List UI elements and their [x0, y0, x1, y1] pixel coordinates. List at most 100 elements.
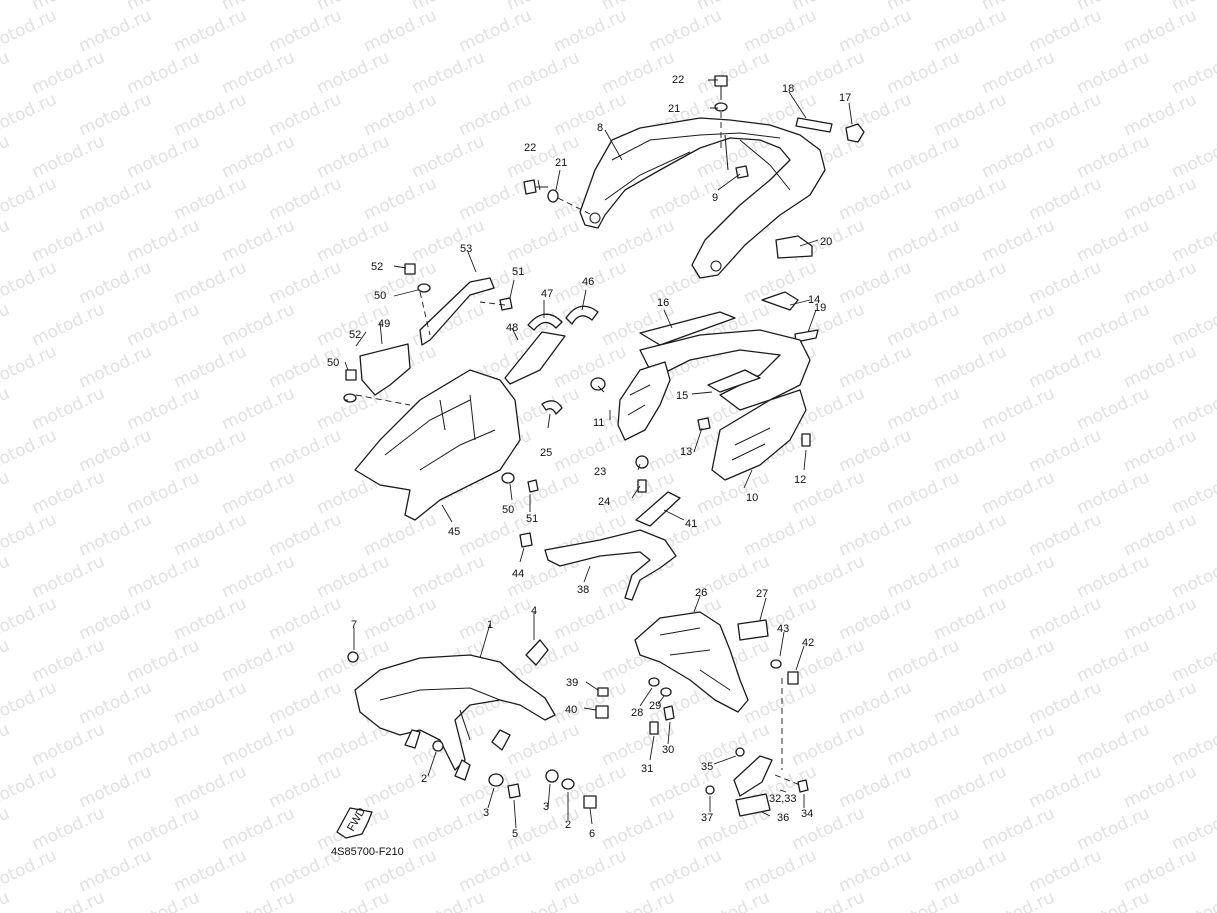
callout-14: 14: [808, 294, 820, 306]
watermark-text: motod.ru: [0, 803, 13, 854]
watermark-text: motod.ru: [1121, 425, 1200, 476]
watermark-text: motod.ru: [884, 887, 963, 913]
watermark-text: motod.ru: [0, 215, 13, 266]
watermark-text: motod.ru: [0, 47, 13, 98]
watermark-text: motod.ru: [931, 761, 1010, 812]
callout-53: 53: [460, 243, 472, 255]
watermark-text: motod.ru: [836, 761, 915, 812]
watermark-text: motod.ru: [171, 5, 250, 56]
watermark-text: motod.ru: [1074, 803, 1153, 854]
callout-6: 6: [589, 828, 595, 840]
watermark-text: motod.ru: [0, 551, 13, 602]
watermark-text: motod.ru: [456, 593, 535, 644]
watermark-text: motod.ru: [979, 383, 1058, 434]
watermark-text: motod.ru: [171, 761, 250, 812]
watermark-text: motod.ru: [1169, 719, 1217, 770]
watermark-text: motod.ru: [314, 131, 393, 182]
watermark-text: motod.ru: [0, 341, 60, 392]
watermark-text: motod.ru: [1074, 719, 1153, 770]
watermark-text: motod.ru: [266, 257, 345, 308]
watermark-text: motod.ru: [76, 845, 155, 896]
watermark-text: motod.ru: [29, 215, 108, 266]
watermark-text: motod.ru: [1121, 509, 1200, 560]
watermark-text: motod.ru: [29, 719, 108, 770]
watermark-text: motod.ru: [931, 257, 1010, 308]
watermark-text: motod.ru: [931, 509, 1010, 560]
callout-51: 51: [526, 513, 538, 525]
watermark-text: motod.ru: [124, 551, 203, 602]
watermark-text: motod.ru: [124, 215, 203, 266]
watermark-text: motod.ru: [1169, 215, 1217, 266]
callout-23: 23: [594, 466, 606, 478]
watermark-text: motod.ru: [266, 761, 345, 812]
callout-30: 30: [662, 744, 674, 756]
watermark-text: motod.ru: [0, 467, 13, 518]
callout-22: 22: [672, 74, 684, 86]
watermark-text: motod.ru: [884, 803, 963, 854]
watermark-text: motod.ru: [124, 803, 203, 854]
watermark-text: motod.ru: [219, 803, 298, 854]
watermark-text: motod.ru: [884, 383, 963, 434]
watermark-text: motod.ru: [171, 257, 250, 308]
watermark-text: motod.ru: [599, 215, 678, 266]
watermark-text: motod.ru: [836, 677, 915, 728]
watermark-text: motod.ru: [409, 215, 488, 266]
diagram-code: 4S85700-F210: [331, 846, 404, 858]
watermark-text: motod.ru: [836, 341, 915, 392]
callout-32-33: 32,33: [769, 793, 797, 805]
callout-11: 11: [593, 417, 604, 429]
watermark-text: motod.ru: [361, 89, 440, 140]
watermark-text: motod.ru: [836, 845, 915, 896]
watermark-text: motod.ru: [219, 551, 298, 602]
callout-37: 37: [701, 812, 713, 824]
watermark-text: motod.ru: [1121, 5, 1200, 56]
watermark-text: motod.ru: [361, 509, 440, 560]
watermark-text: motod.ru: [1074, 215, 1153, 266]
watermark-text: motod.ru: [409, 131, 488, 182]
watermark-text: motod.ru: [0, 0, 13, 15]
callout-16: 16: [657, 297, 669, 309]
watermark-text: motod.ru: [979, 551, 1058, 602]
watermark-text: motod.ru: [1026, 341, 1105, 392]
watermark-text: motod.ru: [171, 509, 250, 560]
watermark-text: motod.ru: [931, 845, 1010, 896]
watermark-text: motod.ru: [314, 551, 393, 602]
watermark-text: motod.ru: [789, 551, 868, 602]
callout-50: 50: [327, 357, 339, 369]
watermark-text: motod.ru: [29, 551, 108, 602]
callout-18: 18: [782, 83, 794, 95]
watermark-text: motod.ru: [979, 467, 1058, 518]
watermark-text: motod.ru: [76, 341, 155, 392]
callout-12: 12: [794, 474, 806, 486]
callout-44: 44: [512, 568, 524, 580]
watermark-text: motod.ru: [266, 677, 345, 728]
watermark-text: motod.ru: [219, 887, 298, 913]
watermark-text: motod.ru: [0, 635, 13, 686]
callout-41: 41: [685, 518, 697, 530]
watermark-text: motod.ru: [979, 719, 1058, 770]
callout-46: 46: [582, 276, 594, 288]
watermark-text: motod.ru: [29, 887, 108, 913]
watermark-text: motod.ru: [884, 719, 963, 770]
watermark-text: motod.ru: [884, 551, 963, 602]
watermark-text: motod.ru: [1026, 89, 1105, 140]
watermark-text: motod.ru: [979, 215, 1058, 266]
watermark-text: motod.ru: [789, 887, 868, 913]
watermark-text: motod.ru: [29, 383, 108, 434]
callout-34: 34: [801, 808, 813, 820]
watermark-text: motod.ru: [979, 47, 1058, 98]
callout-21: 21: [668, 103, 680, 115]
callout-1: 1: [487, 619, 493, 631]
watermark-text: motod.ru: [1026, 173, 1105, 224]
watermark-text: motod.ru: [219, 299, 298, 350]
watermark-text: motod.ru: [1026, 845, 1105, 896]
watermark-text: motod.ru: [1169, 551, 1217, 602]
watermark-text: motod.ru: [1026, 425, 1105, 476]
watermark-text: motod.ru: [409, 803, 488, 854]
watermark-text: motod.ru: [931, 173, 1010, 224]
watermark-text: motod.ru: [504, 467, 583, 518]
watermark-text: motod.ru: [76, 257, 155, 308]
callout-2: 2: [421, 773, 427, 785]
watermark-text: motod.ru: [741, 509, 820, 560]
